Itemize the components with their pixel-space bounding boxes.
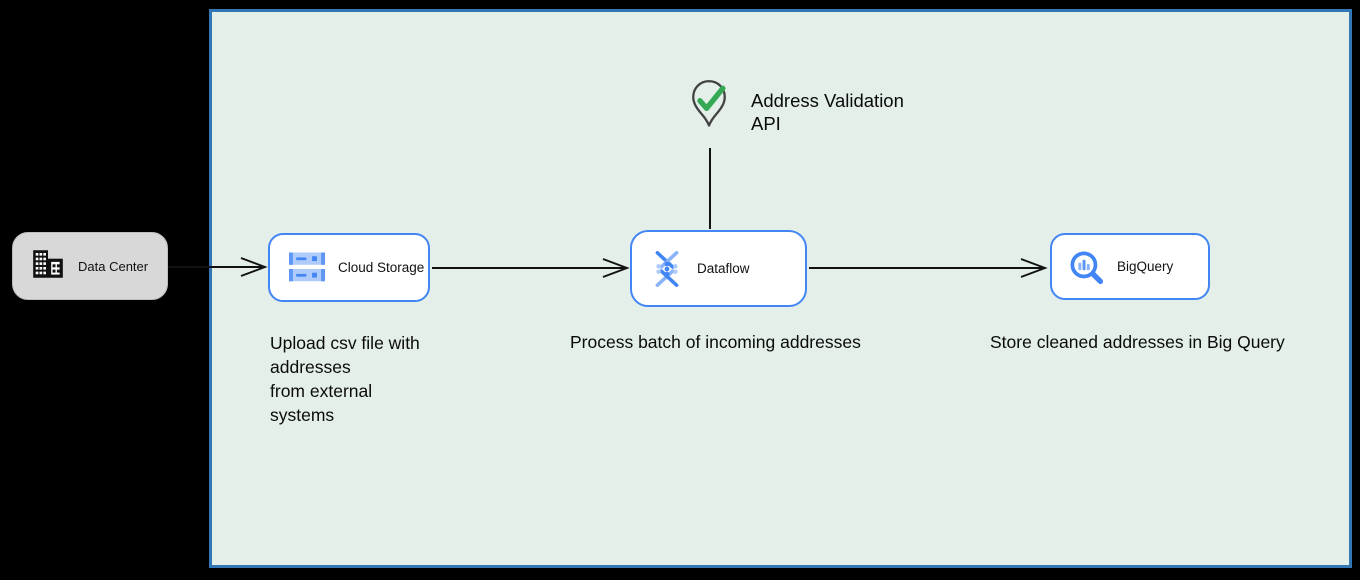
node-label: Dataflow xyxy=(697,261,750,276)
caption-cloud-storage: Upload csv file with addresses from exte… xyxy=(270,333,420,425)
node-cloud-storage: Cloud Storage xyxy=(268,233,430,302)
cloud-storage-icon xyxy=(289,251,325,284)
caption-dataflow: Process batch of incoming addresses xyxy=(570,332,861,352)
node-label: BigQuery xyxy=(1117,259,1174,274)
node-bigquery: BigQuery xyxy=(1050,233,1210,300)
annotation-address-validation-api: Address Validation API xyxy=(751,90,904,134)
dataflow-icon xyxy=(649,250,685,288)
caption-bigquery: Store cleaned addresses in Big Query xyxy=(990,332,1285,352)
node-label: Data Center xyxy=(78,258,149,274)
office-building-icon xyxy=(30,247,66,286)
map-pin-check-icon xyxy=(688,78,730,132)
node-label: Cloud Storage xyxy=(338,260,425,275)
node-data-center: Data Center xyxy=(12,232,168,300)
node-dataflow: Dataflow xyxy=(630,230,807,307)
bigquery-icon xyxy=(1067,249,1105,285)
